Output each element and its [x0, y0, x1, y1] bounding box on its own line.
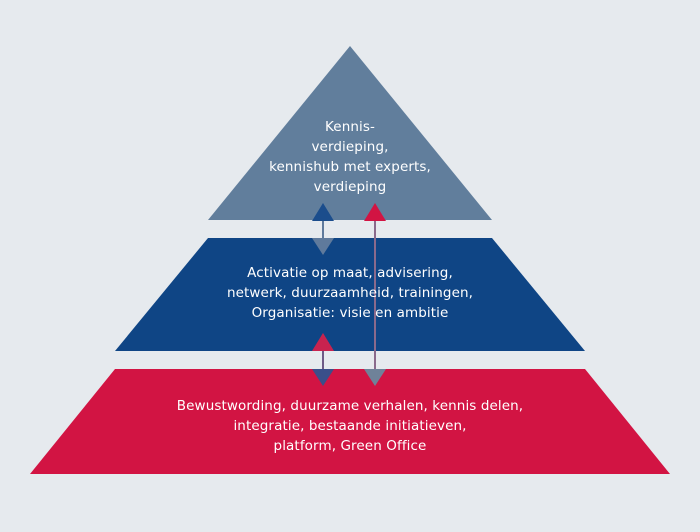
tier-bottom-line: Bewustwording, duurzame verhalen, kennis…: [176, 398, 524, 414]
tier-middle-line: Activatie op maat, advisering,: [247, 265, 453, 281]
tier-top-line: kennishub met experts,: [269, 159, 431, 175]
pyramid-tier-top: [208, 46, 492, 220]
arrow-head-down-icon: [312, 369, 334, 386]
tier-top-line: Kennis-: [325, 119, 375, 135]
tier-middle-label: Activatie op maat, advisering, netwerk, …: [150, 263, 550, 323]
tier-bottom-line: integratie, bestaande initiatieven,: [233, 418, 467, 434]
arrow-head-up-icon: [364, 203, 386, 221]
top-middle-bidirectional-arrow: [312, 203, 334, 255]
middle-bottom-bidirectional-arrow: [312, 333, 334, 386]
tier-middle-line: Organisatie: visie en ambitie: [251, 305, 449, 321]
tier-bottom-line: platform, Green Office: [273, 438, 427, 454]
tier-top-line: verdieping,: [311, 139, 389, 155]
arrow-head-up-icon: [312, 333, 334, 351]
tier-bottom-label: Bewustwording, duurzame verhalen, kennis…: [100, 396, 600, 456]
arrow-head-up-icon: [312, 203, 334, 221]
pyramid-tier-bottom: [30, 369, 670, 474]
pyramid-tier-middle: [115, 238, 585, 351]
top-bottom-bidirectional-arrow: [364, 203, 386, 386]
tier-top-label: Kennis- verdieping, kennishub met expert…: [200, 117, 500, 197]
arrow-head-down-icon: [312, 238, 334, 255]
tier-top-line: verdieping: [313, 179, 387, 195]
tier-middle-line: netwerk, duurzaamheid, trainingen,: [226, 285, 474, 301]
arrow-head-down-icon: [364, 369, 386, 386]
